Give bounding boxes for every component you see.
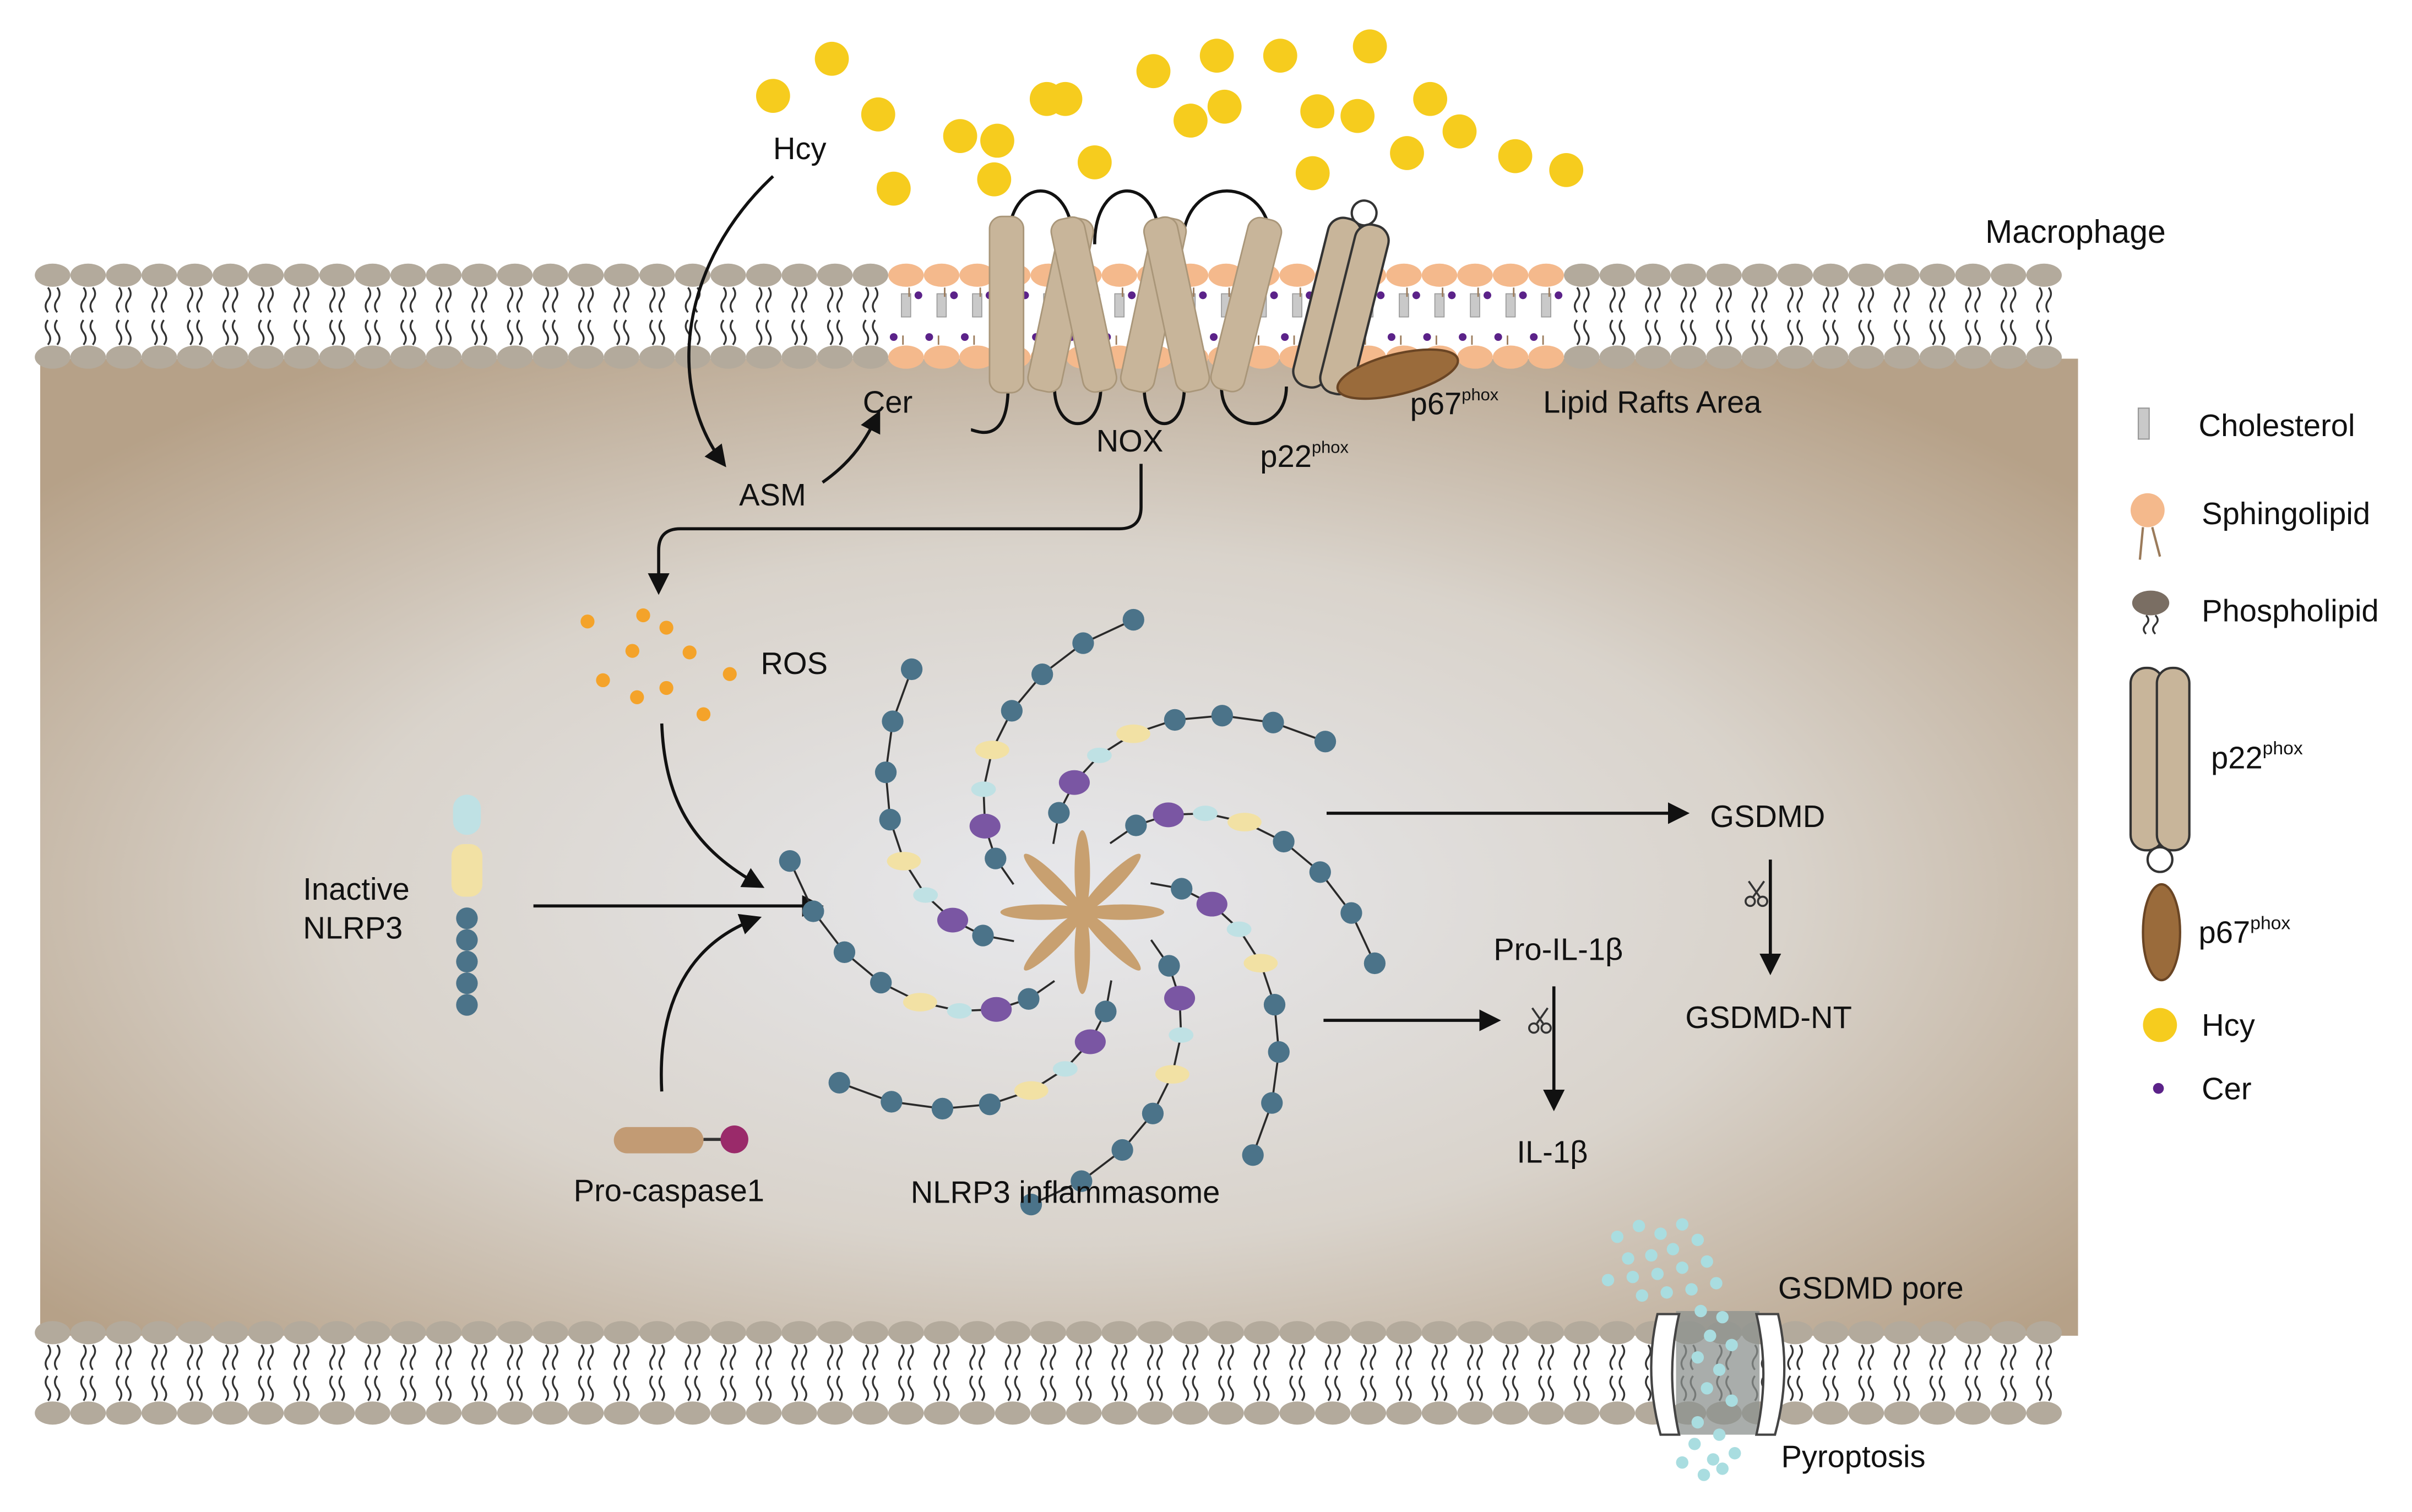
inactive-nlrp3 bbox=[451, 795, 482, 1016]
legend-sphingolipid-swatch bbox=[2131, 493, 2165, 560]
legend-sphingolipid-label: Sphingolipid bbox=[2202, 496, 2370, 531]
pro-caspase1 bbox=[613, 1125, 748, 1154]
gsdmd-pore-label: GSDMD pore bbox=[1778, 1271, 1964, 1306]
pro-il1b-label: Pro-IL-1β bbox=[1493, 932, 1623, 967]
legend-hcy-label: Hcy bbox=[2202, 1008, 2255, 1042]
legend-phospholipid-swatch bbox=[2132, 590, 2170, 635]
ros-label: ROS bbox=[760, 646, 828, 681]
p22phox-protein bbox=[1292, 199, 1390, 396]
hcy-particles bbox=[756, 29, 1584, 206]
legend: Cholesterol Sphingolipid Phospholipid p2… bbox=[2129, 407, 2379, 1106]
nox-label: NOX bbox=[1096, 423, 1164, 458]
legend-cholesterol-label: Cholesterol bbox=[2199, 408, 2355, 443]
legend-cholesterol-swatch bbox=[2137, 407, 2150, 440]
cell-cytoplasm bbox=[40, 358, 2078, 1336]
top-plasma-membrane bbox=[35, 263, 2062, 369]
lipid-rafts-label: Lipid Rafts Area bbox=[1543, 385, 1762, 420]
inactive-nlrp3-label-line1: Inactive bbox=[303, 872, 409, 906]
scissors-icon bbox=[1745, 880, 1769, 907]
bottom-plasma-membrane bbox=[35, 1321, 2062, 1425]
cer-label: Cer bbox=[863, 385, 912, 420]
p67phox-label: p67phox bbox=[1410, 385, 1499, 421]
legend-cer-swatch bbox=[2153, 1083, 2164, 1094]
pro-caspase1-label: Pro-caspase1 bbox=[574, 1173, 764, 1208]
gsdmd-pore bbox=[1650, 1310, 1786, 1436]
legend-p22phox-label: p22phox bbox=[2211, 738, 2303, 775]
macrophage-label: Macrophage bbox=[1985, 214, 2166, 250]
legend-hcy-swatch bbox=[2143, 1008, 2177, 1042]
gsdmd-nt-label: GSDMD-NT bbox=[1685, 1000, 1852, 1035]
p67phox-protein bbox=[1336, 348, 1459, 400]
inactive-nlrp3-label-line2: NLRP3 bbox=[303, 910, 403, 945]
il1b-label: IL-1β bbox=[1517, 1134, 1588, 1169]
pyroptosis-label: Pyroptosis bbox=[1781, 1439, 1925, 1474]
legend-p22phox-swatch bbox=[2129, 666, 2191, 873]
ros-particles bbox=[580, 608, 737, 721]
nlrp3-inflammasome bbox=[779, 608, 1386, 1216]
p22phox-label: p22phox bbox=[1260, 438, 1349, 474]
nox-complex bbox=[970, 189, 1288, 434]
legend-p67phox-swatch bbox=[2142, 883, 2181, 982]
pathway-arrows bbox=[533, 175, 1781, 1112]
legend-p67phox-label: p67phox bbox=[2199, 913, 2291, 949]
legend-cer-label: Cer bbox=[2202, 1071, 2251, 1106]
legend-phospholipid-label: Phospholipid bbox=[2202, 594, 2379, 628]
pore-particles bbox=[1601, 1218, 1741, 1481]
diagram-labels: Hcy ASM Cer NOX p22phox p67phox Lipid Ra… bbox=[303, 131, 2166, 1473]
scissors-icon bbox=[1528, 1007, 1552, 1034]
gsdmd-label: GSDMD bbox=[1710, 799, 1825, 834]
hcy-label: Hcy bbox=[773, 131, 827, 166]
asm-label: ASM bbox=[739, 477, 806, 512]
nlrp3-inflammasome-label: NLRP3 inflammasome bbox=[911, 1174, 1220, 1209]
